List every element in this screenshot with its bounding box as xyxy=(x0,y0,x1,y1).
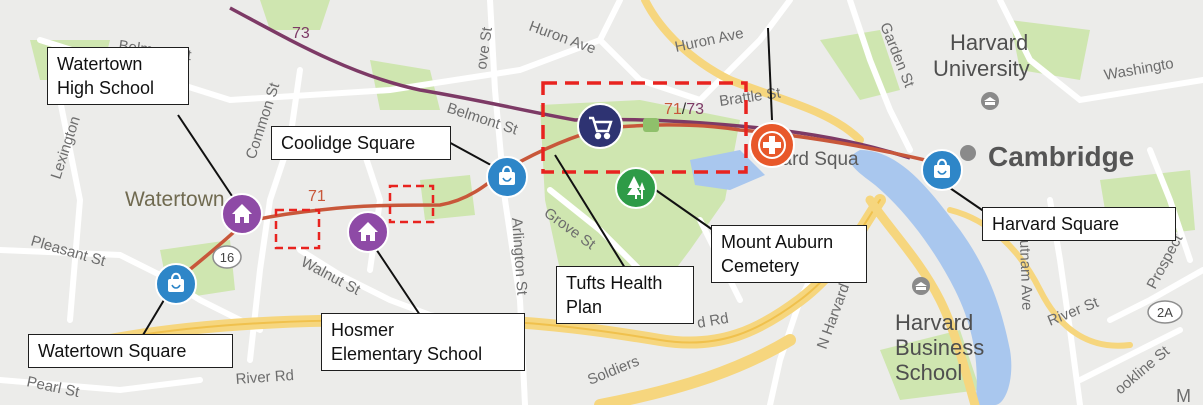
street-arlington-st: Arlington St xyxy=(508,217,530,296)
callout-tufts-health-plan-line2: Plan xyxy=(566,297,603,317)
shared-route-label: 71/73 xyxy=(664,101,704,118)
park-poi-icon xyxy=(643,118,659,132)
marker-harvard-square[interactable] xyxy=(921,149,963,191)
callout-tufts-health-plan: Tufts Health Plan xyxy=(556,266,694,324)
callout-harvard-square-label: Harvard Square xyxy=(992,214,1120,234)
highlight-box-small-left xyxy=(274,208,321,250)
tree-icon xyxy=(627,176,645,199)
highlight-boxes xyxy=(274,81,748,250)
university-poi-icon xyxy=(981,92,999,110)
water-bodies xyxy=(690,150,1012,405)
callout-tufts-health-plan-line1: Tufts Health xyxy=(566,273,663,293)
highlight-box-large xyxy=(541,81,748,174)
place-harvard-business-school-line2: Business xyxy=(895,335,984,360)
callout-watertown-high-school-line1: Watertown xyxy=(57,54,143,74)
marker-tufts-health-plan[interactable] xyxy=(577,103,623,149)
route-71-label: 71 xyxy=(308,188,326,205)
marker-hospital[interactable] xyxy=(749,122,795,168)
marker-mount-auburn-cemetery[interactable] xyxy=(615,167,657,209)
highways xyxy=(104,0,1133,405)
callout-watertown-high-school-line2: High School xyxy=(57,78,155,98)
marker-watertown-square[interactable] xyxy=(155,263,197,305)
shopping-bag-icon xyxy=(499,165,515,185)
callout-coolidge-square: Coolidge Square xyxy=(271,126,451,160)
callout-harvard-square: Harvard Square xyxy=(982,207,1176,241)
callout-hosmer-elementary-school: Hosmer Elementary School xyxy=(321,313,525,371)
street-soldiers-field-rd-2: d Rd xyxy=(696,310,730,332)
callout-watertown-high-school: Watertown High School xyxy=(47,47,189,105)
business-school-poi-icon xyxy=(912,277,930,295)
callout-mount-auburn-cemetery-line1: Mount Auburn xyxy=(721,232,834,252)
street-putnam-ave: utnam Ave xyxy=(1016,240,1035,311)
shared-route-71: 71 xyxy=(664,101,682,118)
place-harvard-university-line1: Harvard xyxy=(950,30,1028,55)
callout-mount-auburn-cemetery: Mount Auburn Cemetery xyxy=(711,225,867,283)
shared-route-73: 73 xyxy=(686,101,704,118)
callout-coolidge-square-label: Coolidge Square xyxy=(281,133,416,153)
place-harvard-business-school-line1: Harvard xyxy=(895,310,973,335)
shopping-cart-icon xyxy=(589,116,613,140)
place-cambridge: Cambridge xyxy=(988,141,1134,172)
shared-route-slash: / xyxy=(682,101,687,118)
marker-coolidge-square[interactable] xyxy=(486,156,528,198)
route-2a-shield: 2A xyxy=(1147,300,1183,324)
shopping-bag-icon xyxy=(934,158,950,178)
callout-mount-auburn-cemetery-line2: Cemetery xyxy=(721,256,800,276)
place-harvard-business-school-line3: School xyxy=(895,360,962,385)
house-icon xyxy=(358,222,378,241)
cambridge-poi-icon xyxy=(960,145,976,161)
place-harvard-university-line2: University xyxy=(933,56,1030,81)
medical-cross-icon xyxy=(758,131,786,159)
route-16-shield: 16 xyxy=(212,245,242,269)
map-corner-text: M xyxy=(1176,386,1191,405)
shopping-bag-icon xyxy=(168,272,184,292)
route-2a-label: 2A xyxy=(1157,305,1173,320)
marker-watertown-high-school[interactable] xyxy=(221,193,263,235)
marker-hosmer-elementary-school[interactable] xyxy=(347,211,389,253)
house-icon xyxy=(232,204,252,223)
street-grove-st-north: ove St xyxy=(473,25,496,70)
street-river-rd: River Rd xyxy=(235,367,294,388)
place-watertown: Watertown xyxy=(125,188,225,211)
callout-watertown-square: Watertown Square xyxy=(28,334,233,368)
route-73-label: 73 xyxy=(292,25,310,42)
street-harvard-square-road: vard Squa xyxy=(772,149,859,170)
callout-watertown-square-label: Watertown Square xyxy=(38,341,187,361)
callout-hosmer-line2: Elementary School xyxy=(331,344,483,364)
route-16-label: 16 xyxy=(220,250,234,265)
route-73-line xyxy=(229,6,911,160)
callout-hosmer-line1: Hosmer xyxy=(331,320,395,340)
